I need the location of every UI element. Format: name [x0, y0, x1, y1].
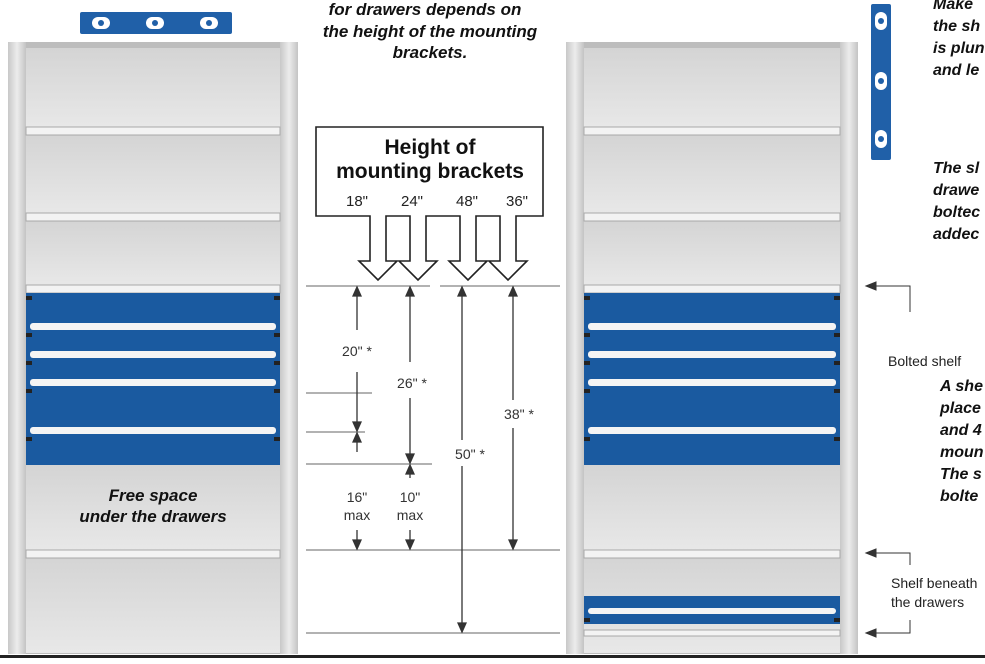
bracket-height-18: 18" [346, 193, 368, 210]
left-cabinet [8, 42, 298, 654]
left-bay-3 [26, 220, 280, 286]
right-drawer-handle-3 [588, 379, 836, 386]
left-shelf-4 [25, 549, 281, 559]
bolted-shelf-callout [864, 281, 911, 312]
bolted-note-line-1: The sl [933, 160, 980, 177]
bolted-note-line-2: drawe [933, 182, 979, 199]
right-bay-1 [584, 48, 840, 128]
placed-note-line-4: moun [940, 444, 984, 461]
dim-16: 16" [347, 489, 368, 505]
left-drawer-handle-3 [30, 379, 276, 386]
right-bay-4 [584, 465, 840, 551]
plumb-note-line-4: and le [933, 62, 979, 79]
left-drawer-handle-2 [30, 351, 276, 358]
right-bolted-shelf [583, 284, 841, 294]
left-shelf-2 [25, 212, 281, 222]
left-cabinet-post-right [280, 42, 298, 654]
bolted-shelf-label: Bolted shelf [888, 353, 961, 369]
right-bay-3 [584, 220, 840, 286]
dim-16-max: max [344, 507, 370, 523]
dimension-arrows [351, 285, 519, 634]
left-bay-2 [26, 134, 280, 214]
bracket-title-line-1: Height of [385, 136, 477, 159]
left-cabinet-post-left [8, 42, 26, 654]
bolted-note-line-4: addec [933, 226, 979, 243]
bolted-note-line-3: boltec [933, 204, 980, 221]
right-cabinet-post-right [840, 42, 858, 654]
placed-note-line-1: A she [939, 378, 983, 395]
right-shelf-1 [583, 126, 841, 136]
top-caption-line-1: for drawers depends on [329, 0, 522, 19]
dim-10-max: max [397, 507, 423, 523]
right-drawer-handle-4 [588, 427, 836, 434]
vertical-level-icon [871, 4, 891, 160]
plumb-note-line-1: Make [933, 0, 973, 13]
right-drawer-handle-1 [588, 323, 836, 330]
left-bay-bottom [26, 557, 280, 653]
placed-note-line-2: place [939, 400, 981, 417]
right-drawer-handle-2 [588, 351, 836, 358]
top-caption-line-3: brackets. [393, 43, 468, 62]
free-space-line-1: Free space [109, 486, 198, 505]
plumb-note-line-2: the sh [933, 18, 980, 35]
left-drawer-handle-4 [30, 427, 276, 434]
bracket-height-48: 48" [456, 193, 478, 210]
dim-20: 20" * [342, 343, 372, 359]
shelf-beneath-line-1: Shelf beneath [891, 575, 977, 591]
free-space-line-2: under the drawers [79, 507, 226, 526]
right-shelf-beneath [583, 629, 841, 637]
dim-50: 50" * [455, 446, 485, 462]
top-caption-line-2: the height of the mounting [323, 22, 538, 41]
right-cabinet-post-left [566, 42, 584, 654]
left-drawer-handle-1 [30, 323, 276, 330]
bracket-box [315, 126, 544, 282]
bracket-height-24: 24" [401, 193, 423, 210]
shelf-beneath-line-2: the drawers [891, 594, 964, 610]
right-cabinet [566, 42, 858, 654]
dim-10: 10" [400, 489, 421, 505]
bracket-title-line-2: mounting brackets [336, 160, 524, 183]
left-bay-1 [26, 48, 280, 128]
dimension-lines [306, 285, 560, 634]
horizontal-level-icon [80, 12, 232, 34]
right-bottom-drawer-handle [588, 608, 836, 614]
shelf-beneath-callout [864, 548, 911, 638]
right-shelf-4 [583, 549, 841, 559]
placed-note-line-3: and 4 [940, 422, 982, 439]
dim-38: 38" * [504, 406, 534, 422]
plumb-note-line-3: is plun [933, 40, 985, 57]
left-shelf-3 [25, 284, 281, 294]
floor-line [0, 655, 985, 658]
right-shelf-2 [583, 212, 841, 222]
right-bay-2 [584, 134, 840, 214]
bracket-height-36: 36" [506, 193, 528, 210]
placed-note-line-6: bolte [940, 488, 978, 505]
left-bay-free [26, 465, 280, 551]
left-shelf-1 [25, 126, 281, 136]
dim-26: 26" * [397, 375, 427, 391]
placed-note-line-5: The s [940, 466, 982, 483]
